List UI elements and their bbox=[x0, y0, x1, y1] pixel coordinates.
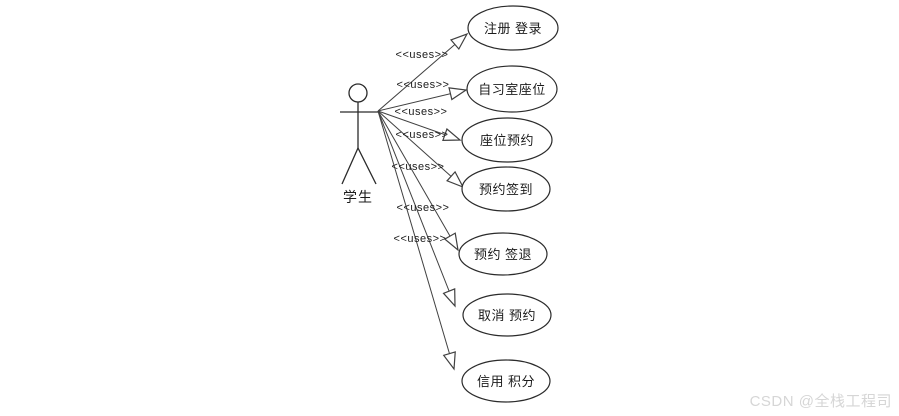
use-case-label: 预约签到 bbox=[479, 182, 533, 197]
uses-label: <<uses>> bbox=[397, 79, 450, 91]
use-case-label: 信用 积分 bbox=[477, 374, 535, 389]
connector-register-login bbox=[377, 32, 469, 112]
use-case-ellipse bbox=[461, 359, 551, 403]
watermark: CSDN @全栈工程司 bbox=[749, 393, 892, 410]
actor-label: 学生 bbox=[343, 189, 373, 205]
use-case-study-room-seat: 自习室座位 bbox=[466, 65, 558, 113]
connectors bbox=[377, 32, 469, 371]
use-case-label: 预约 签退 bbox=[474, 247, 532, 262]
uses-labels: <<uses>> <<uses>> <<uses>> <<uses>> <<us… bbox=[392, 49, 450, 245]
connector-study-room-seat bbox=[377, 87, 468, 112]
connector-seat-reservation bbox=[377, 110, 462, 141]
use-case-ellipse bbox=[462, 293, 552, 337]
uses-label: <<uses>> bbox=[392, 161, 445, 173]
use-case-ellipse bbox=[466, 65, 558, 113]
use-case-ellipse bbox=[467, 5, 559, 51]
actor-head bbox=[348, 83, 368, 103]
use-case-credit-points: 信用 积分 bbox=[461, 359, 551, 403]
use-case-ellipse bbox=[461, 117, 553, 163]
uses-label: <<uses>> bbox=[396, 129, 449, 141]
use-case-ellipse bbox=[458, 232, 548, 276]
actor-student: 学生 bbox=[340, 83, 378, 205]
use-case-label: 座位预约 bbox=[480, 133, 534, 148]
uses-label: <<uses>> bbox=[394, 233, 447, 245]
use-case-reservation-check-in: 预约签到 bbox=[461, 166, 551, 212]
actor-left-leg bbox=[341, 147, 359, 185]
uses-label: <<uses>> bbox=[397, 202, 450, 214]
connector-reservation-check-in bbox=[377, 110, 465, 189]
uses-label: <<uses>> bbox=[396, 49, 449, 61]
use-case-seat-reservation: 座位预约 bbox=[461, 117, 553, 163]
connector-cancel-reservation bbox=[377, 110, 456, 308]
use-case-ellipse bbox=[461, 166, 551, 212]
use-case-cancel-reservation: 取消 预约 bbox=[462, 293, 552, 337]
use-case-reservation-check-out: 预约 签退 bbox=[458, 232, 548, 276]
actor-right-leg bbox=[357, 147, 377, 185]
connector-reservation-check-out bbox=[377, 110, 459, 252]
connector-credit-points bbox=[377, 110, 456, 371]
use-cases: 注册 登录 自习室座位 座位预约 预约签到 预约 签退 取消 预约 bbox=[458, 5, 559, 403]
use-case-label: 自习室座位 bbox=[478, 82, 546, 97]
uses-label: <<uses>> bbox=[395, 106, 448, 118]
use-case-label: 取消 预约 bbox=[478, 308, 536, 323]
use-case-label: 注册 登录 bbox=[484, 21, 542, 36]
use-case-register-login: 注册 登录 bbox=[467, 5, 559, 51]
